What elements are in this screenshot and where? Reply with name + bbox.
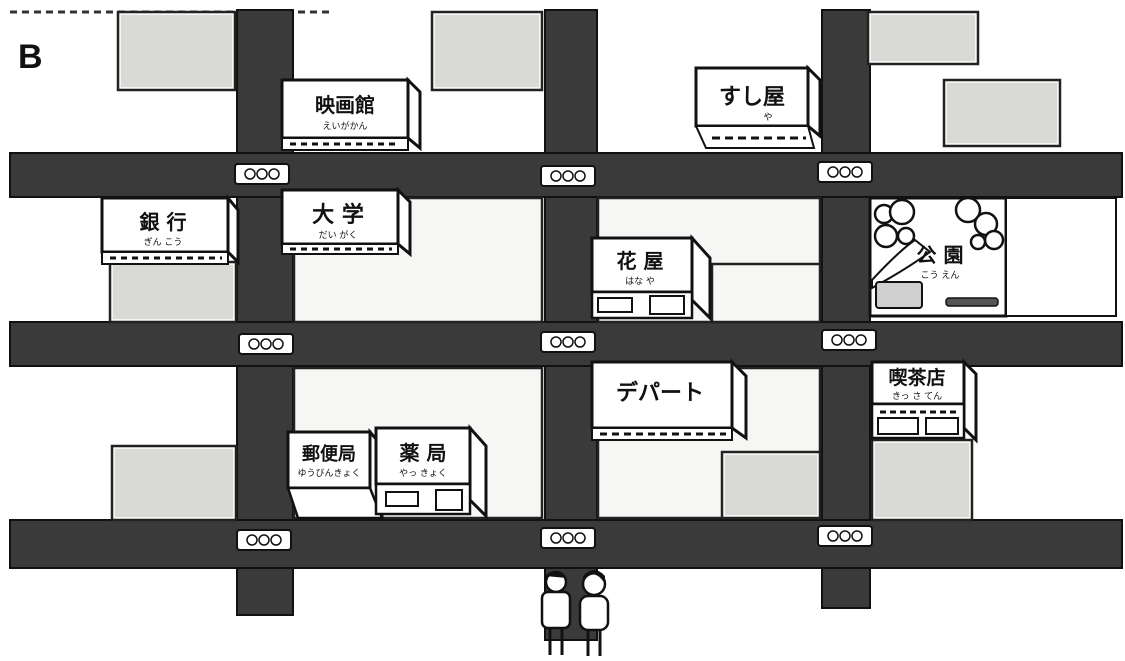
florist-reading: はな や xyxy=(625,276,655,287)
post-office-reading: ゆうびんきょく xyxy=(297,468,360,479)
cafe-reading: きっ さ てん xyxy=(892,391,942,402)
florist-sign: 花 屋 xyxy=(617,249,664,273)
bank-reading: ぎん こう xyxy=(144,236,183,248)
university-reading: だい がく xyxy=(319,229,358,241)
sushi-building[interactable] xyxy=(694,64,822,149)
park-reading: こう えん xyxy=(921,270,960,281)
people-icon xyxy=(540,570,610,656)
road-vertical-3[interactable] xyxy=(821,9,871,609)
map-label: B xyxy=(18,38,43,76)
park[interactable] xyxy=(868,196,1117,318)
pharmacy-reading: やっ きょく xyxy=(399,468,447,479)
sushi-sign: すし屋 xyxy=(719,85,785,110)
department-store-building[interactable] xyxy=(590,358,748,441)
cafe-building[interactable] xyxy=(870,358,978,444)
bench-icon xyxy=(945,297,999,307)
department-store-sign: デパート xyxy=(616,380,704,406)
cinema-reading: えいがかん xyxy=(322,120,367,132)
post-office-sign: 郵便局 xyxy=(302,443,356,465)
cinema-sign: 映画館 xyxy=(315,93,375,117)
blocks xyxy=(108,10,1062,522)
tree-icon xyxy=(873,196,1005,251)
pharmacy-sign: 薬 局 xyxy=(400,441,447,465)
bank-building[interactable] xyxy=(100,193,240,266)
post-office-building[interactable] xyxy=(286,427,384,522)
university-sign: 大 学 xyxy=(312,202,364,228)
bank-sign: 銀 行 xyxy=(140,210,187,234)
cinema-building[interactable] xyxy=(280,76,422,152)
pharmacy-building[interactable] xyxy=(374,424,488,520)
cafe-sign: 喫茶店 xyxy=(888,366,945,389)
university-building[interactable] xyxy=(280,186,412,258)
sandbox-icon xyxy=(875,281,923,309)
sushi-reading: や xyxy=(763,112,772,123)
park-sign: 公 園 xyxy=(917,243,964,267)
florist-building[interactable] xyxy=(590,234,712,322)
